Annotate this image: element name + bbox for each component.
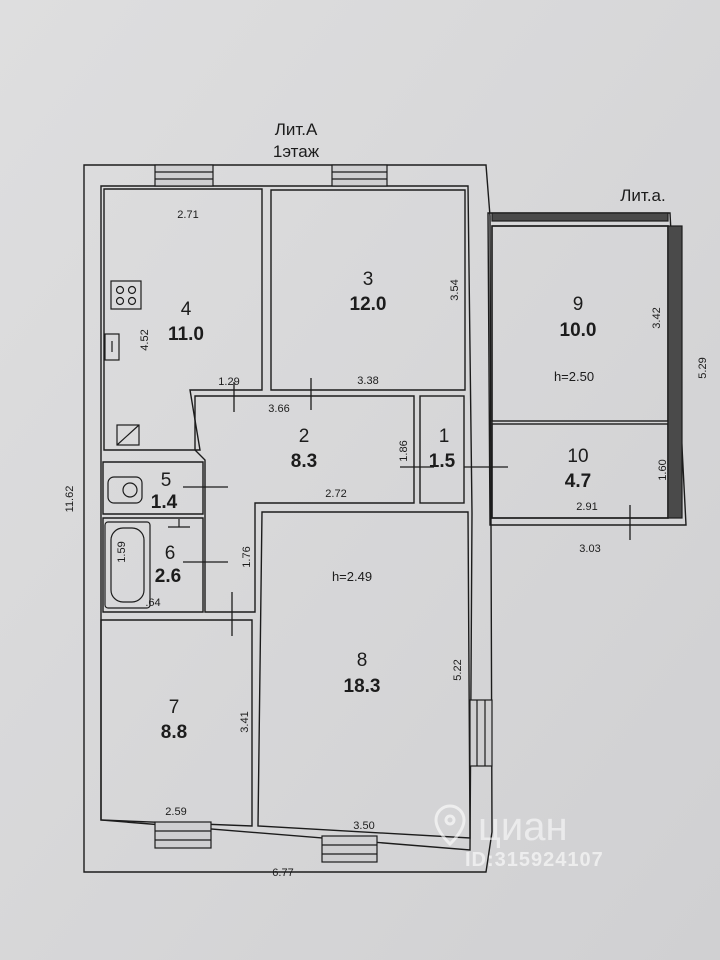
room-2-outline — [194, 395, 415, 613]
room-3-number: 3 — [363, 269, 374, 290]
chimney-icon — [116, 424, 140, 446]
room-6-outline — [102, 517, 204, 613]
dim-room10-depth: 1.60 — [657, 459, 669, 480]
room-8-outline — [257, 511, 471, 839]
room-4-number: 4 — [181, 299, 192, 320]
watermark-brand: циан — [478, 805, 568, 849]
dim-room10-width: 2.91 — [576, 501, 597, 513]
washbasin-icon — [168, 519, 190, 528]
room-6-area: 2.6 — [155, 566, 181, 587]
dim-annex-depth: 5.29 — [697, 357, 709, 378]
room-5-area: 1.4 — [151, 492, 178, 513]
room-3-area: 12.0 — [350, 294, 387, 315]
building-label: Лит.А — [275, 120, 318, 139]
windows — [154, 164, 683, 863]
kitchen-sink-icon — [104, 333, 120, 361]
room-4-area: 11.0 — [168, 324, 204, 345]
room-7-outline — [100, 619, 253, 827]
watermark-id: ID:315924107 — [465, 849, 604, 871]
room-4-outline — [103, 188, 263, 451]
room-7-number: 7 — [169, 697, 180, 718]
room-5-outline — [102, 461, 204, 515]
dim-room4-partition: 1.29 — [218, 376, 239, 388]
dim-room7-depth: 3.41 — [239, 711, 251, 732]
room-1-outline — [419, 395, 465, 504]
floor-label: 1этаж — [273, 142, 320, 161]
room-3-outline — [270, 189, 466, 391]
dimension-labels: 2.71 4.52 1.29 3.54 3.38 3.66 3.42 5.29 … — [64, 209, 709, 879]
room-1-number: 1 — [439, 426, 450, 447]
location-pin-icon — [434, 804, 466, 847]
window-right-main — [469, 699, 493, 767]
door-marks — [183, 378, 631, 636]
dim-room8-width: 3.50 — [353, 820, 374, 832]
room-8-area: 18.3 — [344, 676, 381, 697]
dim-room2-top: 3.66 — [268, 403, 289, 415]
dim-total-width: 6.77 — [272, 867, 293, 879]
room-9-number: 9 — [573, 294, 584, 315]
window-top-left — [154, 164, 214, 187]
room-8-number: 8 — [357, 650, 368, 671]
dim-room3-width: 3.38 — [357, 375, 378, 387]
dim-room2-depth: 1.86 — [398, 440, 410, 461]
room-10-number: 10 — [567, 446, 588, 467]
room-9-area: 10.0 — [560, 320, 597, 341]
fixtures — [104, 280, 190, 609]
room-5-number: 5 — [161, 470, 172, 491]
dim-room6-width: .64 — [145, 597, 160, 609]
watermark: циан ID:315924107 — [434, 804, 604, 871]
dim-room6-bath: 1.59 — [116, 541, 128, 562]
room-labels: 4 11.0 3 12.0 9 10.0 h=2.50 2 8.3 1 1.5 … — [151, 269, 597, 743]
dim-total-depth: 11.62 — [64, 486, 76, 513]
window-bottom-middle — [321, 835, 378, 863]
dim-corridor-depth: 1.76 — [241, 546, 253, 567]
dim-room8-depth: 5.22 — [452, 659, 464, 680]
dim-room7-width: 2.59 — [165, 806, 186, 818]
room-6-number: 6 — [165, 543, 176, 564]
bathtub-icon — [104, 521, 151, 609]
stove-icon — [110, 280, 142, 310]
annex-label: Лит.а. — [620, 186, 665, 205]
outer-wall-main — [83, 164, 493, 873]
dim-room4-depth: 4.52 — [139, 329, 151, 350]
window-top-middle — [331, 164, 388, 187]
dim-room2-bottom: 2.72 — [325, 488, 346, 500]
room-8-height: h=2.49 — [332, 569, 372, 584]
room-1-area: 1.5 — [429, 451, 456, 472]
room-2-area: 8.3 — [291, 451, 317, 472]
room-10-area: 4.7 — [565, 471, 591, 492]
window-annex-top — [491, 212, 669, 222]
dim-room4-width: 2.71 — [177, 209, 198, 221]
dim-annex-width: 3.03 — [579, 543, 600, 555]
room-7-area: 8.8 — [161, 722, 187, 743]
room-2-number: 2 — [299, 426, 310, 447]
dim-room3-depth: 3.54 — [449, 279, 461, 300]
toilet-icon — [107, 476, 143, 504]
room-9-height: h=2.50 — [554, 369, 594, 384]
dim-room9-depth: 3.42 — [651, 307, 663, 328]
window-annex-right — [667, 225, 683, 519]
window-bottom-left — [154, 821, 212, 849]
